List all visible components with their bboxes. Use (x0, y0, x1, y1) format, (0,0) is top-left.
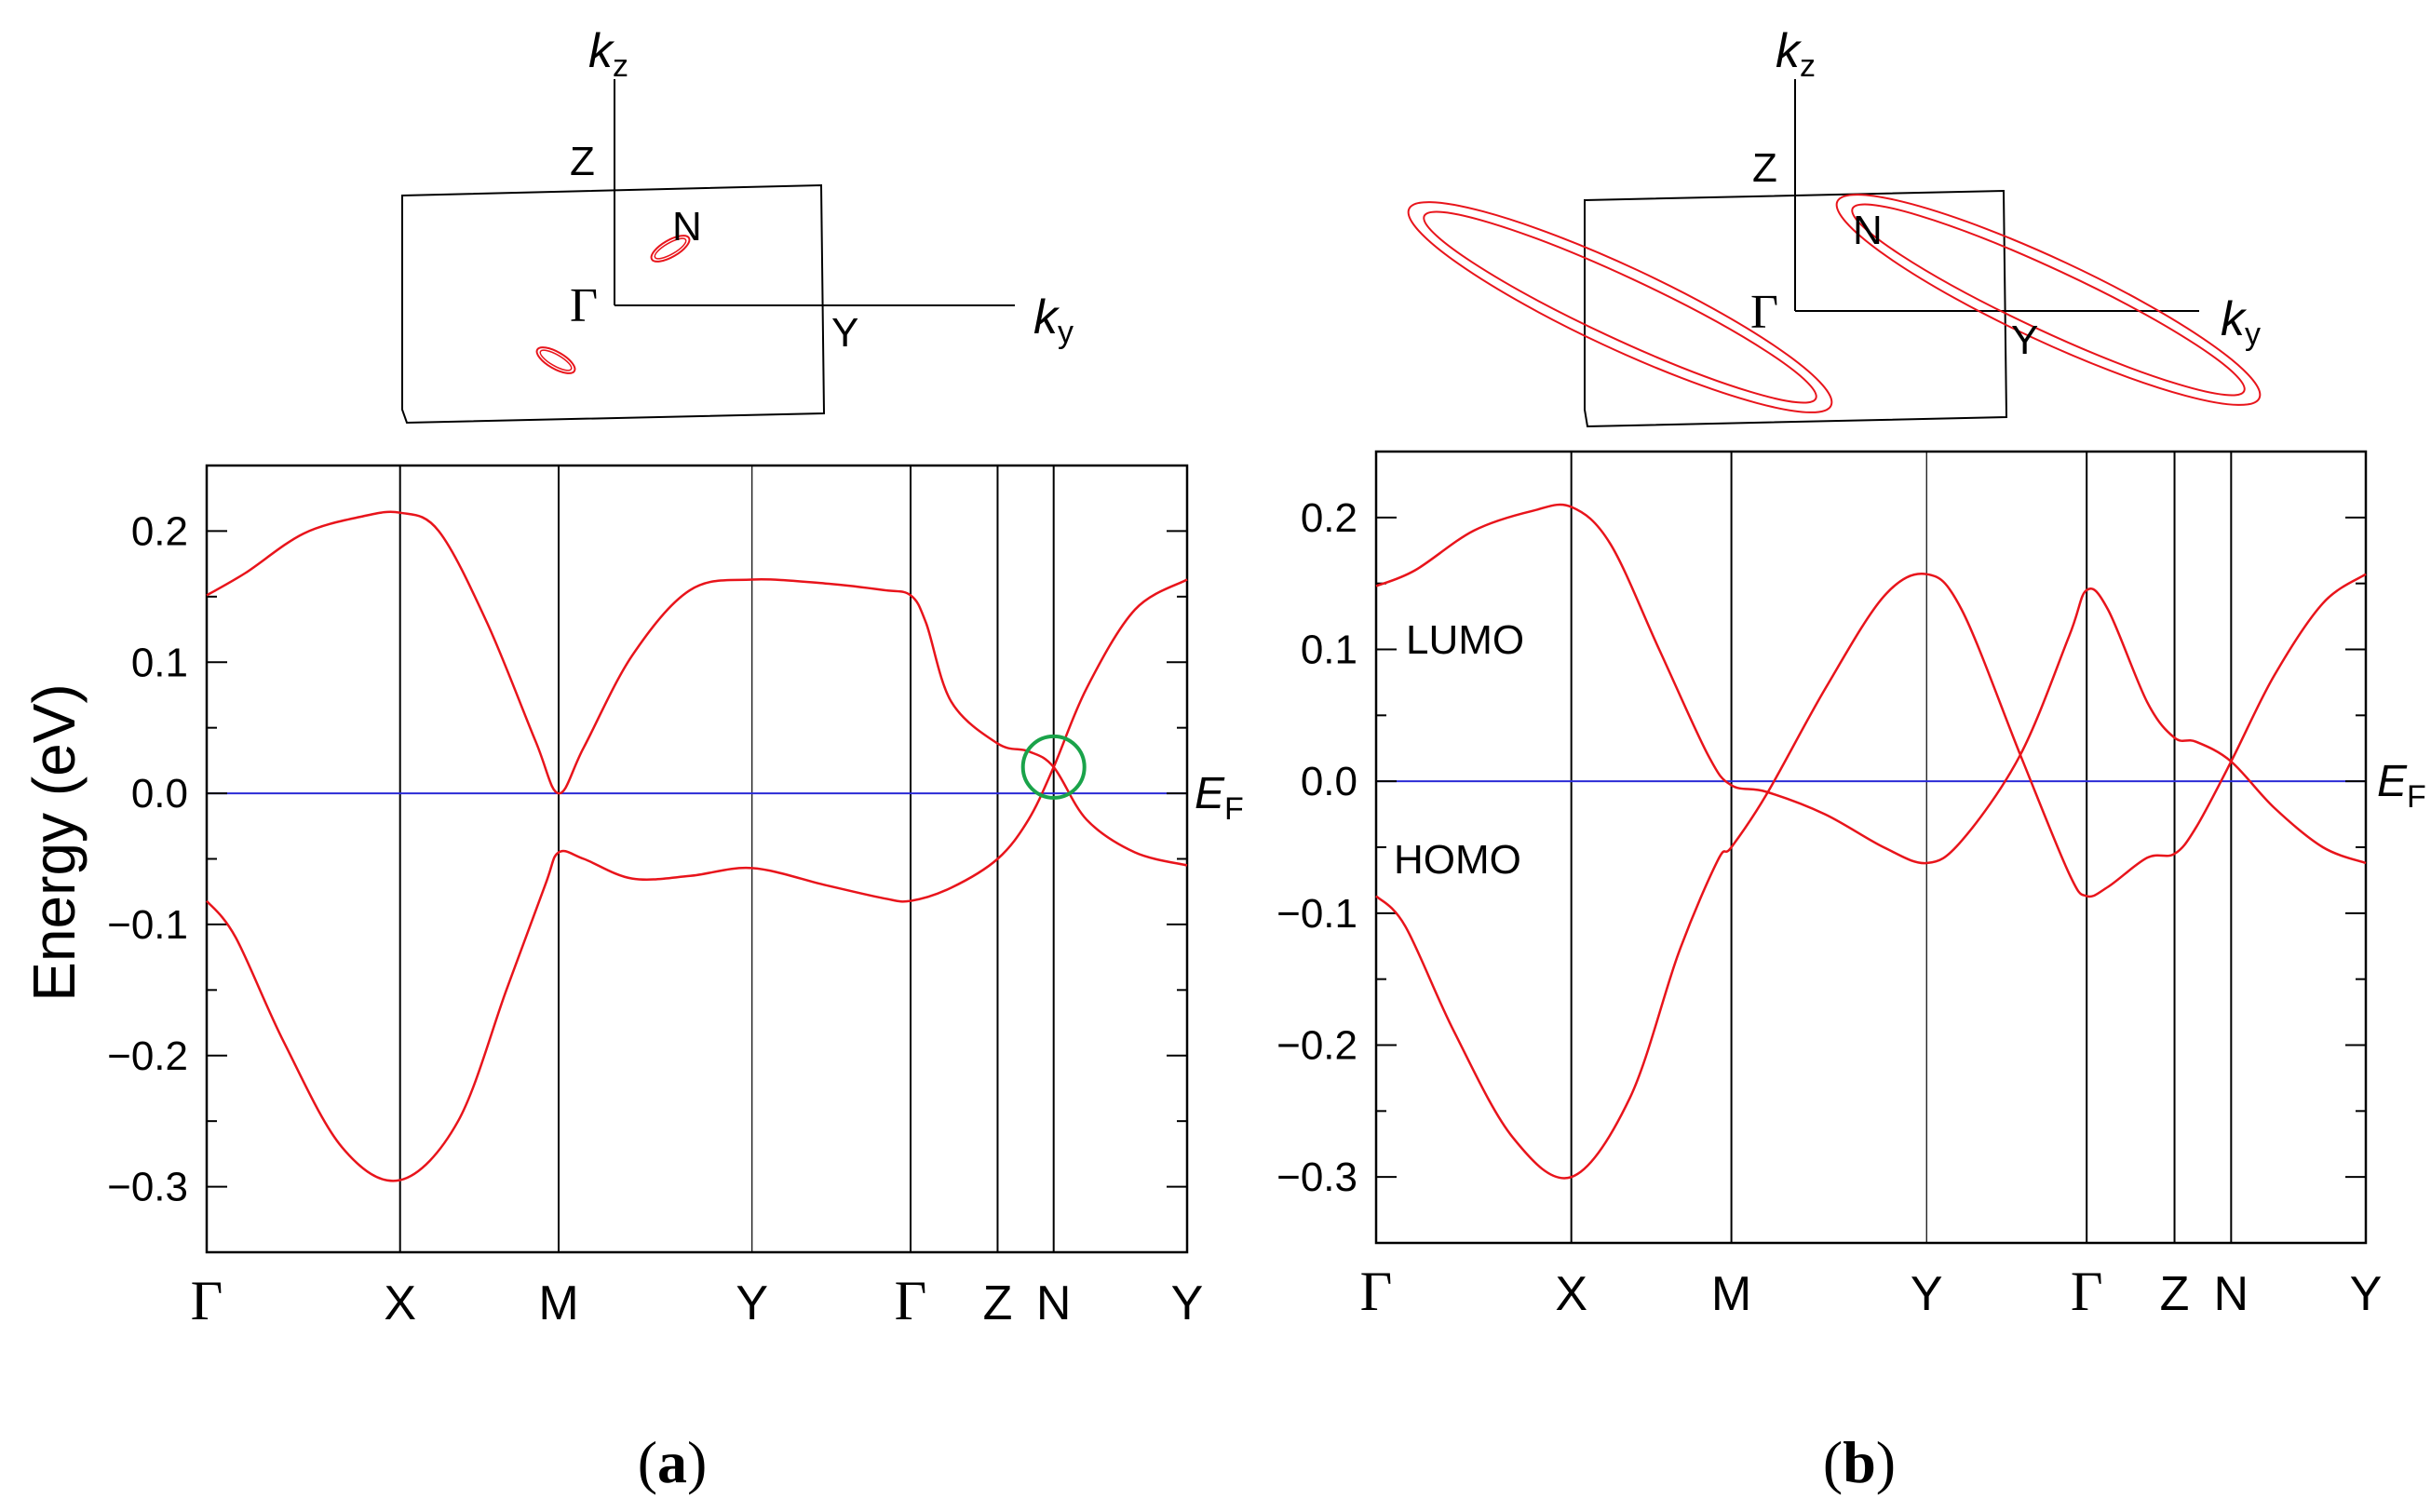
xtick-label-b: Z (2160, 1267, 2190, 1321)
ytick-label-b: 0.0 (1301, 759, 1357, 804)
fermi-pocket-a-1-inner (654, 237, 687, 260)
ytick-label-b: −0.1 (1276, 891, 1357, 937)
z-point-label-b: Z (1752, 145, 1777, 191)
ky-label-b: ky (2221, 292, 2261, 352)
caption-b: (b) (1823, 1429, 1896, 1495)
fermi-surface-b-2-inner (1851, 203, 2246, 397)
fermi-surface-b-1-inner (1423, 210, 1817, 404)
xtick-label-a: M (538, 1276, 578, 1330)
y-axis-label: Energy (eV) (20, 683, 88, 1001)
ytick-label-a: 0.1 (131, 640, 188, 685)
y-point-label-b: Y (2011, 317, 2038, 363)
ytick-label-a: −0.1 (107, 902, 188, 948)
xtick-label-b: M (1711, 1267, 1751, 1321)
gamma-point-label-a: Γ (570, 279, 598, 332)
fermi-surface-b-2-outer (1835, 194, 2262, 406)
fermi-label-a: EF (1195, 769, 1244, 827)
plot-frame-b (1374, 450, 2368, 1245)
band-line-a-0 (206, 510, 1188, 867)
xtick-label-b: Γ (1360, 1261, 1393, 1322)
band-line-a-1 (206, 578, 1188, 1182)
kz-label-b: kz (1776, 24, 1816, 84)
xtick-label-a: Y (736, 1276, 768, 1330)
xtick-label-a: Y (1171, 1276, 1204, 1330)
xtick-label-b: N (2214, 1267, 2249, 1321)
ytick-label-a: 0.2 (131, 508, 188, 554)
n-point-label-b: N (1853, 208, 1883, 253)
fermi-label-b: EF (2377, 757, 2426, 815)
kz-label-a: kz (588, 24, 628, 84)
brillouin-zone-inset-b: kz Z N Γ Y ky (1407, 24, 2262, 428)
ytick-label-b: 0.1 (1301, 628, 1357, 673)
fermi-pocket-a-2 (535, 346, 576, 374)
bz-plane-b (1584, 189, 2008, 428)
bz-plane-a (401, 183, 826, 425)
ytick-label-a: 0.0 (131, 771, 188, 817)
fermi-pocket-a-1 (650, 235, 691, 263)
ytick-label-a: −0.2 (107, 1033, 188, 1079)
xtick-label-b: Y (2350, 1267, 2383, 1321)
band-line-b-0 (1375, 503, 2367, 865)
ytick-label-b: −0.2 (1276, 1023, 1357, 1069)
fermi-pocket-a-2-inner (539, 349, 573, 371)
xtick-label-a: Γ (895, 1270, 927, 1331)
brillouin-zone-inset-a: kz Z N Γ Y ky (401, 24, 1074, 425)
ytick-label-b: −0.3 (1276, 1154, 1357, 1200)
xtick-label-a: Γ (191, 1270, 223, 1331)
xtick-label-a: N (1036, 1276, 1072, 1330)
y-point-label-a: Y (831, 310, 858, 356)
ytick-label-b: 0.2 (1301, 495, 1357, 541)
band-line-b-1 (1375, 572, 2367, 1180)
xtick-label-a: Z (983, 1276, 1013, 1330)
homo-label: HOMO (1394, 837, 1521, 883)
lumo-label: LUMO (1406, 617, 1524, 663)
xtick-label-b: X (1555, 1267, 1587, 1321)
xtick-label-a: X (384, 1276, 416, 1330)
xtick-label-b: Γ (2071, 1261, 2103, 1322)
dirac-point-highlight-a (1020, 734, 1087, 800)
ky-label-a: ky (1033, 290, 1074, 350)
fermi-surface-b-1-outer (1407, 201, 1833, 413)
n-point-label-a: N (672, 204, 702, 250)
caption-a: (a) (638, 1429, 708, 1495)
xtick-label-b: Y (1911, 1267, 1943, 1321)
ytick-label-a: −0.3 (107, 1165, 188, 1210)
z-point-label-a: Z (570, 139, 595, 184)
gamma-point-label-b: Γ (1750, 286, 1778, 339)
plot-frame-a (205, 464, 1189, 1254)
